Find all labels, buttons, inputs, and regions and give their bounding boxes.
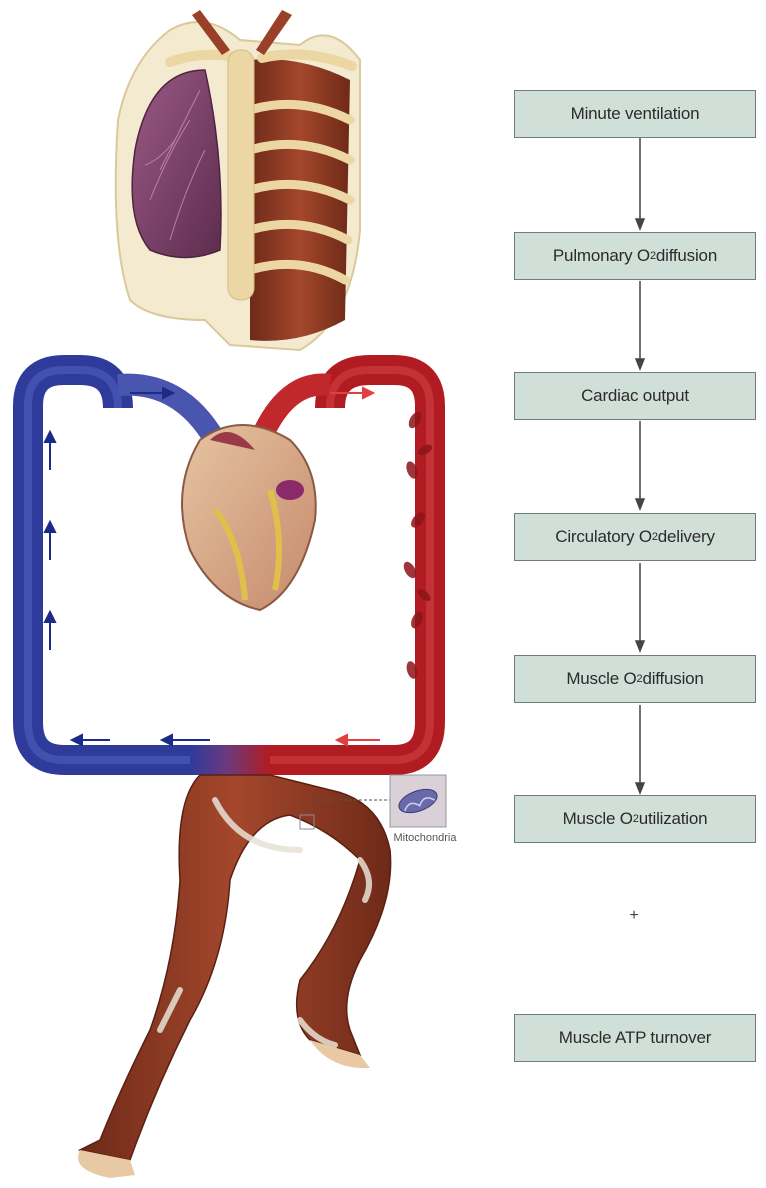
step-text: Pulmonary O <box>553 246 650 266</box>
step-text: Muscle O <box>566 669 636 689</box>
step-text: delivery <box>658 527 715 547</box>
step-text: diffusion <box>656 246 717 266</box>
step-text: Cardiac output <box>581 386 689 406</box>
step-text: utilization <box>639 809 708 829</box>
step-text: Circulatory O <box>555 527 652 547</box>
step-cardiac-output: Cardiac output <box>514 372 756 420</box>
step-text: Minute ventilation <box>571 104 700 124</box>
step-muscle-atp-turnover: Muscle ATP turnover <box>514 1014 756 1062</box>
step-minute-ventilation: Minute ventilation <box>514 90 756 138</box>
plus-sign: + <box>624 907 644 925</box>
step-text: diffusion <box>642 669 703 689</box>
step-text: Muscle ATP turnover <box>559 1028 711 1048</box>
step-text: Muscle O <box>563 809 633 829</box>
